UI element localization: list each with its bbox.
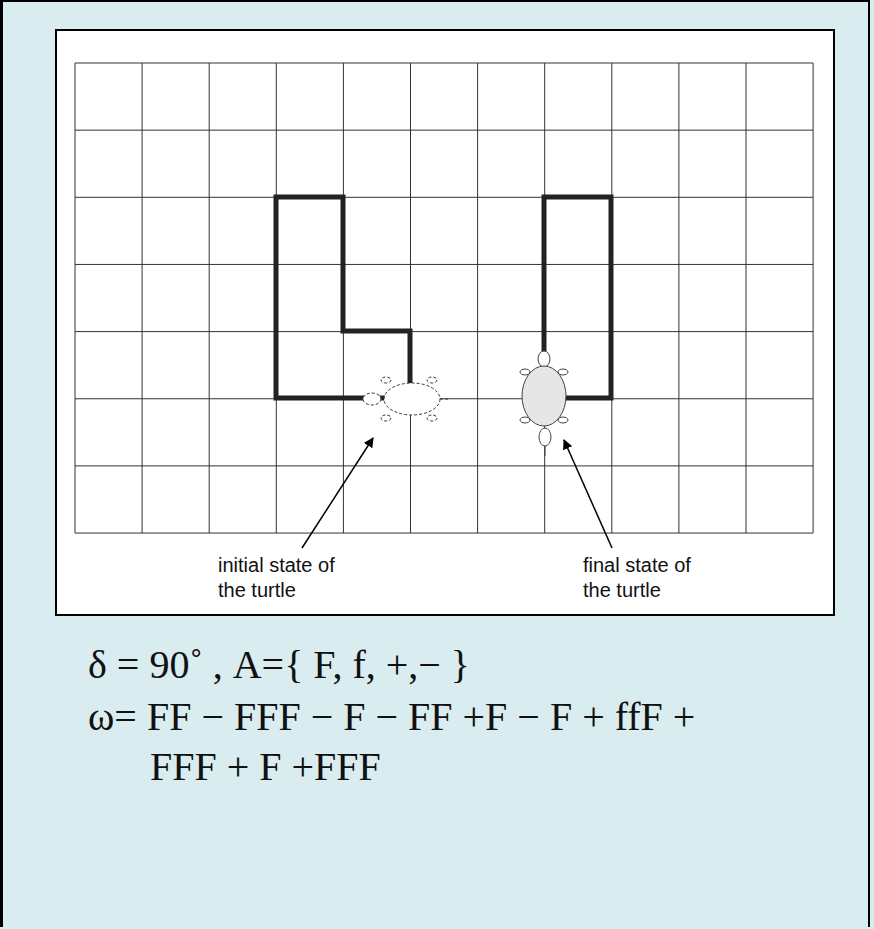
annotation-label: final state of the turtle [583, 553, 701, 603]
grid-line [75, 197, 813, 198]
annotation-label: initial state of the turtle [218, 553, 336, 603]
grid-line [75, 130, 813, 131]
formula-text: δ = 90˚ , A={ F, f, +,− } [88, 640, 808, 690]
grid-line [813, 63, 814, 533]
grid-line [746, 63, 747, 533]
rect-path [544, 197, 611, 398]
l-shape-path [276, 197, 410, 398]
grid-line [678, 63, 679, 533]
grid-line [142, 63, 143, 533]
grid-line [75, 63, 76, 533]
grid-line [75, 63, 813, 64]
grid-line [75, 264, 813, 265]
panel [56, 30, 834, 615]
grid-line [477, 63, 478, 533]
grid-line [75, 331, 813, 332]
grid-line [209, 63, 210, 533]
initial-turtle [363, 377, 450, 421]
grid-line [75, 398, 813, 399]
leader-line [302, 438, 373, 548]
formula-text: ω= FF − FFF − F − FF +F − F + ffF + FFF … [88, 692, 710, 792]
final-turtle [520, 351, 568, 456]
leader-line [564, 440, 612, 548]
grid-line [75, 465, 813, 466]
grid-line [75, 533, 813, 534]
grid-line [410, 63, 411, 533]
grid [75, 63, 813, 533]
